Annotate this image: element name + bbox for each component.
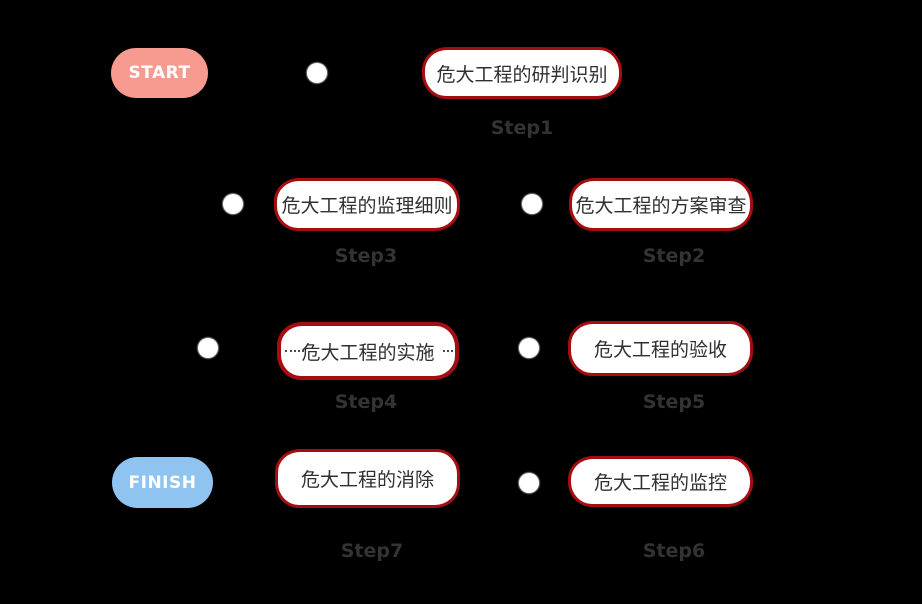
step5-label: 危大工程的验收	[593, 339, 727, 361]
step4-node: 危大工程的实施	[277, 322, 459, 380]
step4-label: 危大工程的实施	[301, 341, 435, 364]
step6-caption: Step6	[642, 540, 706, 562]
step2-label: 危大工程的方案审查	[575, 195, 747, 217]
connector-dash-left	[285, 350, 304, 352]
step3-label: 危大工程的监理细则	[281, 195, 453, 217]
connector-dot-icon	[223, 194, 243, 214]
finish-node: FINISH	[112, 457, 213, 508]
step7-caption: Step7	[340, 540, 404, 562]
step7-label: 危大工程的消除	[300, 469, 434, 491]
step2-caption: Step2	[642, 245, 706, 267]
connector-dot-icon	[519, 473, 539, 493]
connector-dot-icon	[522, 194, 542, 214]
step1-node: 危大工程的研判识别	[422, 47, 622, 99]
start-node: START	[111, 48, 208, 98]
connector-dot-icon	[307, 63, 327, 83]
connector-dot-icon	[519, 338, 539, 358]
step6-label: 危大工程的监控	[593, 472, 727, 494]
step2-node: 危大工程的方案审查	[569, 178, 753, 231]
step5-caption: Step5	[642, 391, 706, 413]
step7-node: 危大工程的消除	[275, 449, 460, 508]
step3-node: 危大工程的监理细则	[274, 178, 460, 231]
step3-caption: Step3	[334, 245, 398, 267]
step1-label: 危大工程的研判识别	[436, 63, 608, 86]
step4-caption: Step4	[334, 391, 398, 413]
step5-node: 危大工程的验收	[568, 321, 753, 376]
connector-dash-right	[443, 350, 453, 352]
connector-dot-icon	[198, 338, 218, 358]
step1-caption: Step1	[490, 117, 554, 139]
step6-node: 危大工程的监控	[568, 456, 753, 507]
start-label: START	[128, 63, 191, 83]
finish-label: FINISH	[128, 472, 197, 493]
